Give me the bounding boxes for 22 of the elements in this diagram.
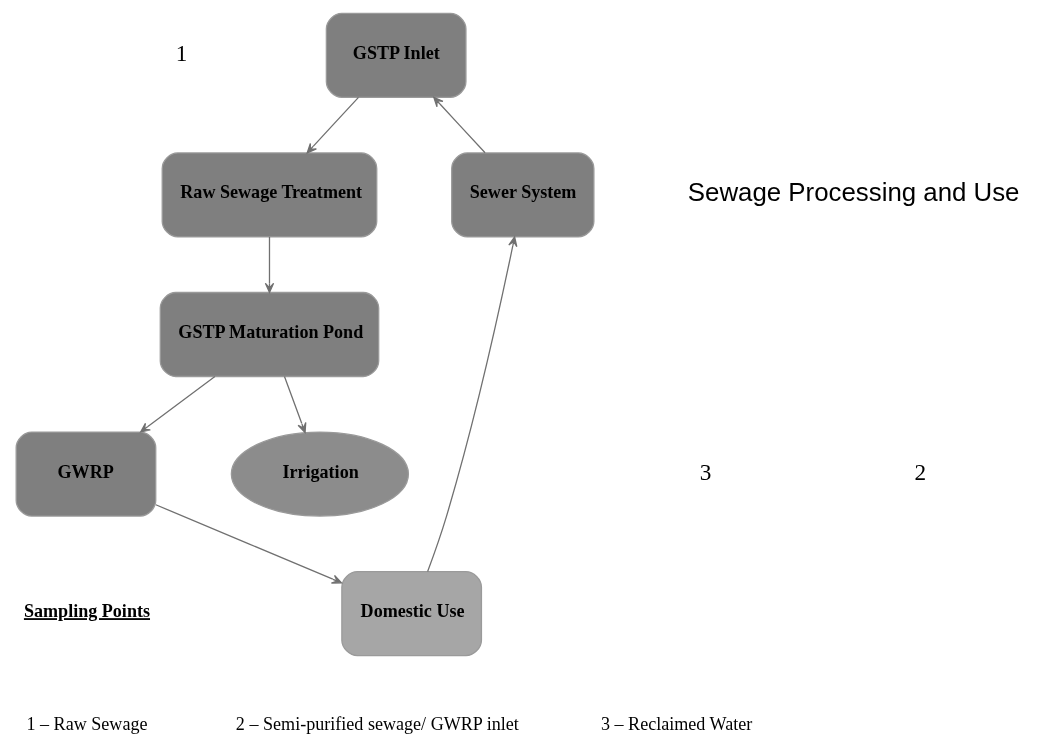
arrow	[154, 504, 342, 584]
arrow	[264, 236, 274, 294]
label: Sampling Points	[23, 601, 150, 622]
node-box: GWRP	[15, 431, 156, 517]
label: Sewage Processing and Use	[687, 178, 1019, 207]
node-box: GSTP Inlet	[325, 12, 467, 98]
label: 2	[913, 458, 926, 485]
arrow	[139, 375, 216, 433]
arrow	[432, 96, 486, 154]
label: 1 – Raw Sewage	[26, 714, 148, 735]
label: 3	[699, 458, 711, 485]
arrow	[426, 236, 517, 573]
node-box: GSTP Maturation Pond	[159, 291, 379, 378]
node-box: Raw Sewage Treatment	[161, 152, 377, 238]
label: 1	[175, 40, 187, 67]
node-box: Sewer System	[450, 152, 595, 238]
arrow	[306, 96, 359, 154]
node-box: Domestic Use	[340, 571, 482, 657]
label: 3 – Reclaimed Water	[600, 714, 752, 735]
node-ellipse: Irrigation	[230, 431, 409, 517]
label: 2 – Semi-purified sewage/ GWRP inlet	[235, 714, 519, 735]
arrow	[283, 375, 306, 434]
